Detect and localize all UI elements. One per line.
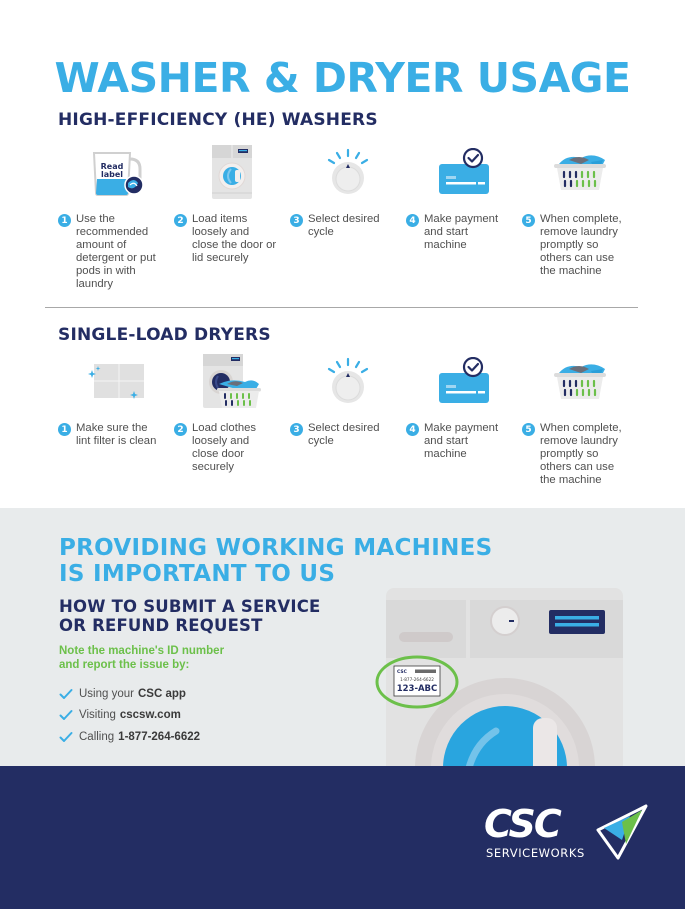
- washer-icon: [174, 143, 290, 201]
- logo-wordmark: CSC: [484, 802, 562, 846]
- laundry-basket-icon: [522, 143, 638, 201]
- step-number-badge: 3: [290, 423, 303, 436]
- machine-illustration: CSC 1-877-264-6622 123-ABC: [375, 588, 623, 766]
- dryer-step-4: 4 Make payment and start machine: [406, 352, 522, 487]
- step-description: When complete, remove laundry promptly s…: [540, 213, 622, 277]
- section-divider: [45, 307, 638, 308]
- detergent-cup-icon: Read label: [58, 143, 174, 201]
- svg-text:123-ABC: 123-ABC: [397, 684, 438, 694]
- step-description: Make payment and start machine: [424, 422, 499, 460]
- step-number-badge: 2: [174, 423, 187, 436]
- step-description: When complete, remove laundry promptly s…: [540, 422, 622, 486]
- dryer-step-3: 3 Select desired cycle: [290, 352, 406, 487]
- dryer-with-basket-icon: [174, 352, 290, 410]
- checkmark-icon: [59, 710, 73, 721]
- step-number-badge: 5: [522, 423, 535, 436]
- svg-text:CSC: CSC: [397, 669, 408, 675]
- dryer-step-1: 1 Make sure the lint filter is clean: [58, 352, 174, 487]
- washers-heading: HIGH-EFFICIENCY (HE) WASHERS: [58, 110, 378, 130]
- step-number-badge: 3: [290, 214, 303, 227]
- dryer-step-2: 2 Load clothes loosely and close door se…: [174, 352, 290, 487]
- machine-id-label: CSC 1-877-264-6622 123-ABC: [375, 655, 459, 709]
- step-description: Select desired cycle: [308, 213, 380, 238]
- dryer-step-5: 5 When complete, remove laundry promptly…: [522, 352, 638, 487]
- washer-step-5: 5 When complete, remove laundry promptly…: [522, 143, 638, 291]
- report-methods-list: Using your CSC app Visiting cscsw.com Ca…: [59, 683, 200, 748]
- lint-filter-icon: [58, 352, 174, 410]
- step-number-badge: 4: [406, 214, 419, 227]
- csc-serviceworks-logo: CSC SERVICEWORKS: [484, 804, 649, 864]
- step-description: Select desired cycle: [308, 422, 380, 447]
- logo-arrow-icon: [596, 804, 648, 860]
- cycle-dial-icon: [290, 143, 406, 201]
- cycle-dial-icon: [290, 352, 406, 410]
- service-note: Note the machine's ID number and report …: [59, 645, 225, 671]
- dryers-heading: SINGLE-LOAD DRYERS: [58, 325, 271, 345]
- step-number-badge: 2: [174, 214, 187, 227]
- step-number-badge: 1: [58, 423, 71, 436]
- checkmark-icon: [59, 688, 73, 699]
- checkmark-icon: [59, 731, 73, 742]
- step-description: Make payment and start machine: [424, 213, 499, 251]
- washer-step-3: 3 Select desired cycle: [290, 143, 406, 291]
- website-link: cscsw.com: [119, 709, 181, 722]
- footer: CSC SERVICEWORKS: [0, 766, 685, 909]
- step-description: Load items loosely and close the door or…: [192, 213, 277, 264]
- phone-number: 1-877-264-6622: [118, 730, 201, 743]
- service-subtitle: HOW TO SUBMIT A SERVICE OR REFUND REQUES…: [59, 597, 321, 635]
- page-title: WASHER & DRYER USAGE: [54, 54, 631, 102]
- service-title: PROVIDING WORKING MACHINES IS IMPORTANT …: [59, 535, 493, 587]
- step-description: Use the recommended amount of detergent …: [76, 213, 156, 290]
- svg-text:Read: Read: [101, 162, 124, 171]
- payment-card-icon: [406, 143, 522, 201]
- laundry-basket-icon: [522, 352, 638, 410]
- payment-card-icon: [406, 352, 522, 410]
- washer-step-2: 2 Load items loosely and close the door …: [174, 143, 290, 291]
- step-number-badge: 4: [406, 423, 419, 436]
- report-method-phone: Calling 1-877-264-6622: [59, 726, 200, 748]
- report-method-web: Visiting cscsw.com: [59, 705, 200, 727]
- washer-step-4: 4 Make payment and start machine: [406, 143, 522, 291]
- svg-text:label: label: [101, 170, 123, 179]
- step-description: Load clothes loosely and close door secu…: [192, 422, 257, 473]
- csc-app-link: CSC app: [137, 687, 186, 700]
- step-description: Make sure the lint filter is clean: [76, 422, 157, 447]
- report-method-app: Using your CSC app: [59, 683, 200, 705]
- step-number-badge: 1: [58, 214, 71, 227]
- logo-subtitle: SERVICEWORKS: [486, 846, 585, 860]
- dryer-steps: 1 Make sure the lint filter is clean: [58, 352, 638, 487]
- washer-step-1: Read label 1 Use the recommended amount …: [58, 143, 174, 291]
- service-section: PROVIDING WORKING MACHINES IS IMPORTANT …: [0, 508, 685, 766]
- washer-steps: Read label 1 Use the recommended amount …: [58, 143, 638, 291]
- step-number-badge: 5: [522, 214, 535, 227]
- svg-text:1-877-264-6622: 1-877-264-6622: [400, 677, 434, 682]
